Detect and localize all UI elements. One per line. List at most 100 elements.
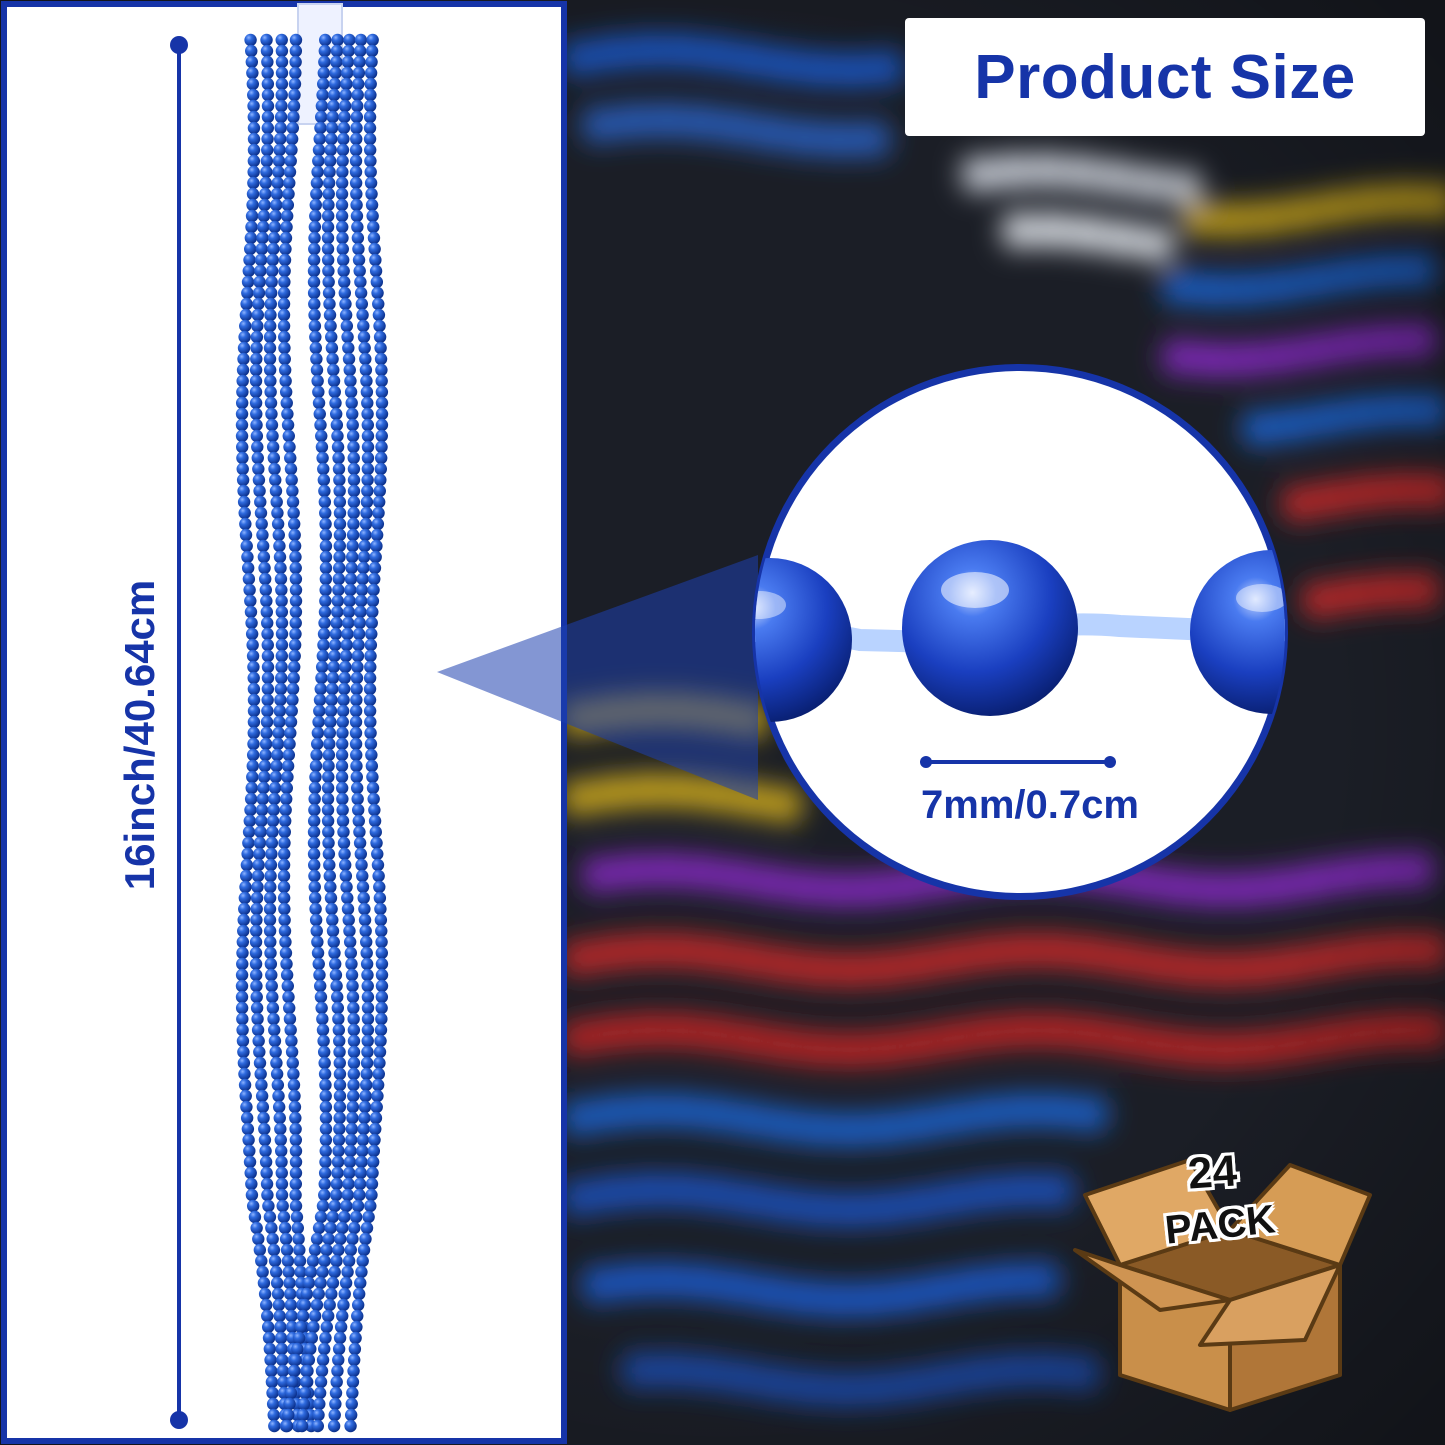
necklace-bead <box>274 682 288 696</box>
necklace-bead <box>266 429 279 443</box>
necklace-bead <box>280 968 294 982</box>
necklace-bead <box>307 825 321 839</box>
necklace-bead <box>361 440 375 454</box>
necklace-bead <box>265 1375 279 1389</box>
necklace-bead <box>332 1133 346 1147</box>
necklace-bead <box>312 1221 326 1235</box>
necklace-bead <box>365 55 378 69</box>
necklace-bead <box>347 1089 360 1103</box>
necklace-bead <box>372 297 385 311</box>
necklace-bead <box>246 759 259 773</box>
necklace-bead <box>365 627 378 641</box>
necklace-bead <box>323 726 337 740</box>
necklace-bead <box>350 781 364 795</box>
necklace-bead <box>354 1166 367 1180</box>
necklace-bead <box>250 407 263 421</box>
necklace-bead <box>366 594 380 608</box>
necklace-bead <box>319 528 332 542</box>
necklace-bead <box>267 803 280 817</box>
necklace-bead <box>261 649 275 663</box>
necklace-bead <box>361 396 374 410</box>
necklace-bead <box>255 1089 269 1103</box>
necklace-bead <box>247 110 260 124</box>
necklace-bead <box>375 1001 388 1015</box>
necklace-bead <box>274 1122 287 1136</box>
necklace-bead <box>323 308 337 322</box>
necklace-bead <box>345 968 359 982</box>
necklace-bead <box>336 253 350 267</box>
necklace-bead <box>324 891 338 905</box>
necklace-strands <box>235 33 389 1433</box>
necklace-bead <box>278 836 291 850</box>
necklace-bead <box>261 660 275 674</box>
necklace-bead <box>351 1298 365 1312</box>
necklace-bead <box>312 957 325 971</box>
necklace-bead <box>346 1111 359 1125</box>
necklace-bead <box>322 286 336 300</box>
necklace-bead <box>307 286 321 300</box>
necklace-bead <box>370 539 383 553</box>
necklace-bead <box>346 429 360 443</box>
necklace-bead <box>289 1155 303 1169</box>
necklace-bead <box>269 1045 282 1059</box>
necklace-bead <box>308 858 321 872</box>
necklace-bead <box>258 1287 272 1301</box>
necklace-bead <box>237 913 250 927</box>
necklace-bead <box>235 396 249 410</box>
necklace-bead <box>374 341 387 355</box>
necklace-bead <box>366 1166 379 1180</box>
necklace-bead <box>307 814 321 828</box>
necklace-bead <box>361 1001 375 1015</box>
necklace-bead <box>249 957 263 971</box>
necklace-bead <box>307 836 321 850</box>
necklace-bead <box>254 253 268 267</box>
necklace-bead <box>256 539 270 553</box>
necklace-bead <box>353 264 366 278</box>
necklace-bead <box>322 176 336 190</box>
necklace-bead <box>375 407 389 421</box>
necklace-bead <box>337 1298 350 1312</box>
necklace-bead <box>309 341 323 355</box>
necklace-bead <box>311 374 324 388</box>
necklace-bead <box>256 528 269 542</box>
necklace-bead <box>333 484 346 498</box>
necklace-bead <box>246 198 259 212</box>
necklace-bead <box>275 616 289 630</box>
necklace-bead <box>274 110 288 124</box>
necklace-bead <box>366 1155 380 1169</box>
necklace-bead <box>349 154 363 168</box>
necklace-bead <box>364 715 377 729</box>
necklace-bead <box>322 770 335 784</box>
necklace-bead <box>318 1177 331 1191</box>
necklace-bead <box>335 759 349 773</box>
necklace-bead <box>375 396 389 410</box>
necklace-bead <box>263 913 277 927</box>
necklace-bead <box>319 539 333 553</box>
necklace-bead <box>330 1375 343 1389</box>
necklace-bead <box>278 814 292 828</box>
necklace-bead <box>288 539 302 553</box>
necklace-bead <box>310 737 324 751</box>
necklace-bead <box>258 572 272 586</box>
necklace-bead <box>342 1177 355 1191</box>
necklace-bead <box>308 297 321 311</box>
necklace-bead <box>264 880 277 894</box>
necklace-bead <box>338 671 351 685</box>
necklace-bead <box>285 143 298 157</box>
necklace-bead <box>351 1199 365 1213</box>
necklace-bead <box>361 1045 374 1059</box>
necklace-bead <box>324 715 337 729</box>
necklace-bead <box>308 242 321 256</box>
necklace-bead <box>329 1386 343 1400</box>
necklace-bead <box>367 231 381 245</box>
necklace-bead <box>324 319 337 333</box>
necklace-bead <box>274 561 287 575</box>
necklace-bead <box>357 1243 371 1257</box>
necklace-bead <box>374 1034 387 1048</box>
necklace-bead <box>366 209 379 223</box>
necklace-bead <box>319 561 333 575</box>
necklace-bead <box>287 1067 300 1081</box>
necklace-bead <box>347 1045 361 1059</box>
necklace-bead <box>236 946 249 960</box>
necklace-bead <box>263 363 277 377</box>
